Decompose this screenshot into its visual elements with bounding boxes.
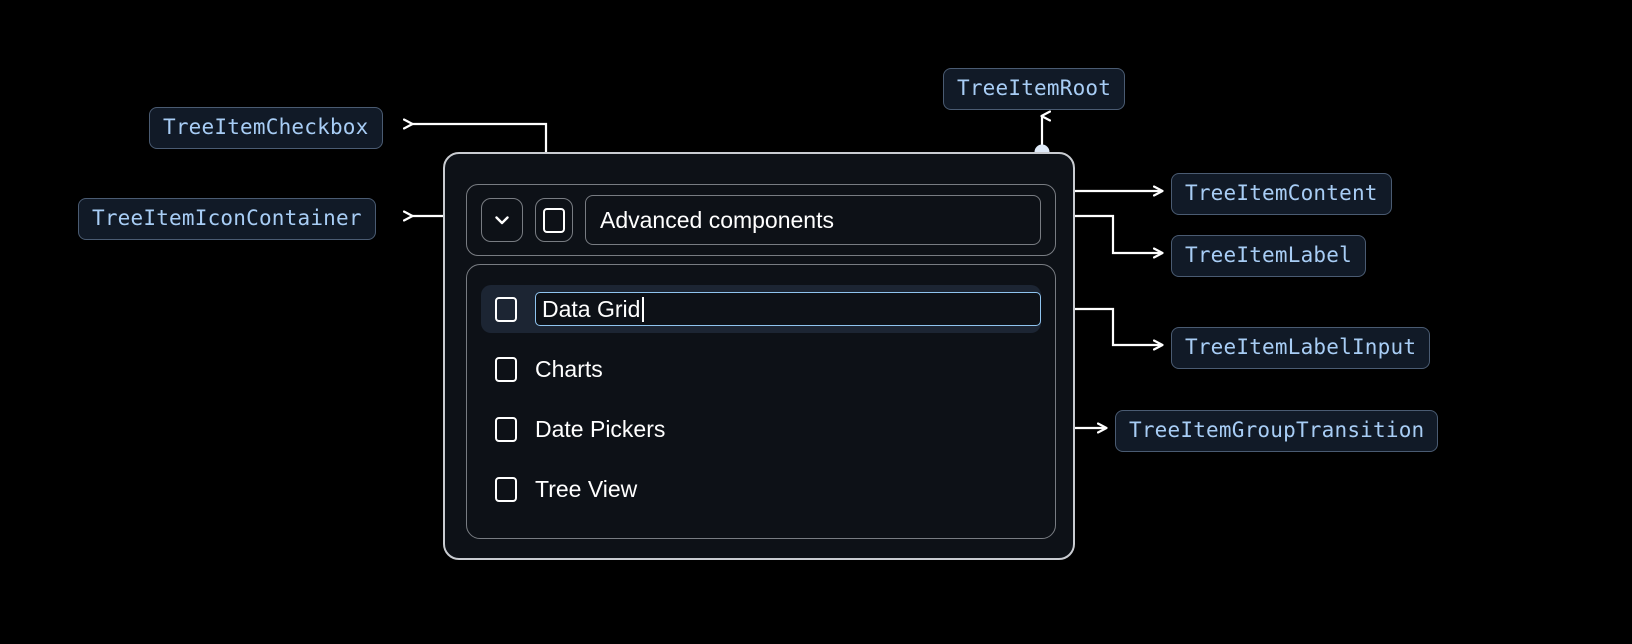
tree-item-child-row[interactable]: Tree View <box>481 465 1041 513</box>
checkbox-square-icon[interactable] <box>495 356 517 382</box>
tree-item-group-transition: Data Grid Charts Date Pickers Tree View <box>466 264 1056 539</box>
checkbox-square-icon[interactable] <box>495 296 517 322</box>
tree-item-checkbox[interactable] <box>535 198 573 242</box>
chevron-down-icon <box>490 208 514 232</box>
checkbox-square-icon[interactable] <box>495 416 517 442</box>
tree-item-label[interactable]: Advanced components <box>585 195 1041 245</box>
tree-item-label: Tree View <box>535 475 638 502</box>
tree-item-label: Charts <box>535 355 603 382</box>
text-caret <box>642 296 644 322</box>
annotation-chip-tree-item-checkbox: TreeItemCheckbox <box>149 107 383 149</box>
annotation-chip-tree-item-content: TreeItemContent <box>1171 173 1392 215</box>
checkbox-square-icon <box>543 207 565 233</box>
annotation-chip-tree-item-icon-container: TreeItemIconContainer <box>78 198 376 240</box>
tree-item-label-input[interactable]: Data Grid <box>535 292 1041 326</box>
checkbox-square-icon[interactable] <box>495 476 517 502</box>
annotation-chip-tree-item-label-input: TreeItemLabelInput <box>1171 327 1431 369</box>
tree-item-label: Date Pickers <box>535 415 666 442</box>
annotation-chip-tree-item-root: TreeItemRoot <box>943 68 1126 110</box>
tree-item-icon-container[interactable] <box>481 198 523 242</box>
tree-item-label-input-value: Data Grid <box>542 295 641 322</box>
tree-item-child-row[interactable]: Data Grid <box>481 285 1041 333</box>
tree-item-content[interactable]: Advanced components <box>466 184 1056 256</box>
tree-item-root[interactable]: Advanced components Data Grid Charts Dat… <box>443 152 1075 560</box>
tree-item-child-row[interactable]: Charts <box>481 345 1041 393</box>
annotation-chip-tree-item-group-transition: TreeItemGroupTransition <box>1115 410 1439 452</box>
tree-item-child-row[interactable]: Date Pickers <box>481 405 1041 453</box>
annotation-chip-tree-item-label: TreeItemLabel <box>1171 235 1366 277</box>
